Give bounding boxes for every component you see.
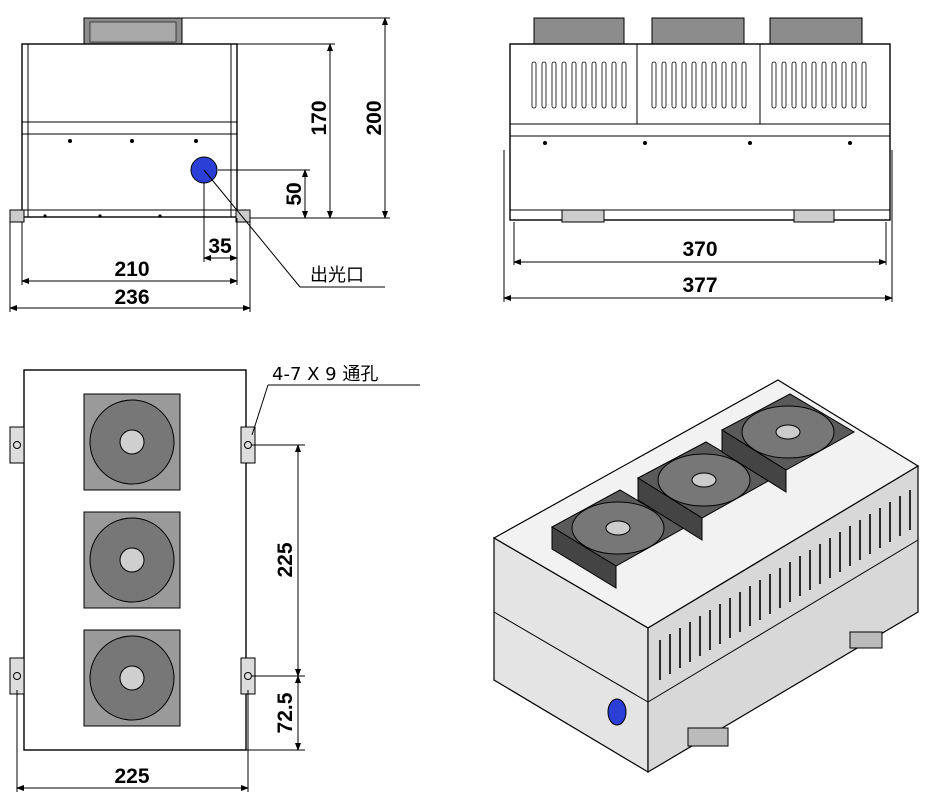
fan-icon [550, 489, 686, 589]
vent-slot [561, 61, 567, 109]
vent-slot [591, 61, 597, 109]
front-view: 170 200 50 35 210 236 出光口 [9, 17, 390, 312]
vent-slot [651, 61, 657, 109]
vent-slot [701, 61, 707, 109]
dim-hole-spacing: 225 [274, 542, 297, 577]
vent-slot [611, 61, 617, 109]
vent-slot [551, 61, 557, 109]
dim-height-total: 200 [363, 100, 386, 135]
vent-slot [621, 61, 627, 109]
hole-note: 4-7 X 9 通孔 [272, 364, 378, 385]
vent-slot [731, 61, 737, 109]
vent-slot [531, 61, 537, 109]
dim-port-offset: 35 [208, 235, 232, 258]
vent-slot [541, 61, 547, 109]
vent-slot [721, 61, 727, 109]
vent-slot [811, 61, 817, 109]
dim-width-inner: 210 [114, 258, 149, 281]
vent-slot [661, 61, 667, 109]
vent-slot [711, 61, 717, 109]
vent-slot [741, 61, 747, 109]
fan-icon [83, 511, 181, 609]
vent-slots [659, 490, 911, 680]
vent-slots [531, 61, 867, 109]
dim-side-total: 377 [682, 274, 717, 297]
isometric-view [492, 379, 920, 774]
vent-slot [791, 61, 797, 109]
fan-icon [83, 393, 181, 491]
port-label: 出光口 [310, 265, 364, 286]
vent-slot [601, 61, 607, 109]
vent-slot [861, 61, 867, 109]
fan-icon [720, 393, 856, 493]
vent-slot [841, 61, 847, 109]
dim-side-inner: 370 [682, 238, 717, 261]
top-view: 4-7 X 9 通孔 225 72.5 225 [9, 364, 420, 792]
vent-slot [831, 61, 837, 109]
side-view: 370 377 [503, 17, 893, 302]
vent-slot [851, 61, 857, 109]
vent-slot [581, 61, 587, 109]
vent-slot [691, 61, 697, 109]
vent-slot [571, 61, 577, 109]
vent-slot [821, 61, 827, 109]
vent-slot [781, 61, 787, 109]
fan-icon [83, 629, 181, 727]
vent-slot [671, 61, 677, 109]
dim-hole-offset: 72.5 [274, 692, 297, 733]
vent-slot [801, 61, 807, 109]
dim-top-width: 225 [114, 765, 149, 788]
vent-slot [681, 61, 687, 109]
dim-height-inner: 170 [308, 100, 331, 135]
vent-slot [771, 61, 777, 109]
dim-port-height: 50 [283, 182, 306, 205]
dim-width-total: 236 [114, 286, 149, 309]
optical-port-icon [607, 698, 627, 726]
